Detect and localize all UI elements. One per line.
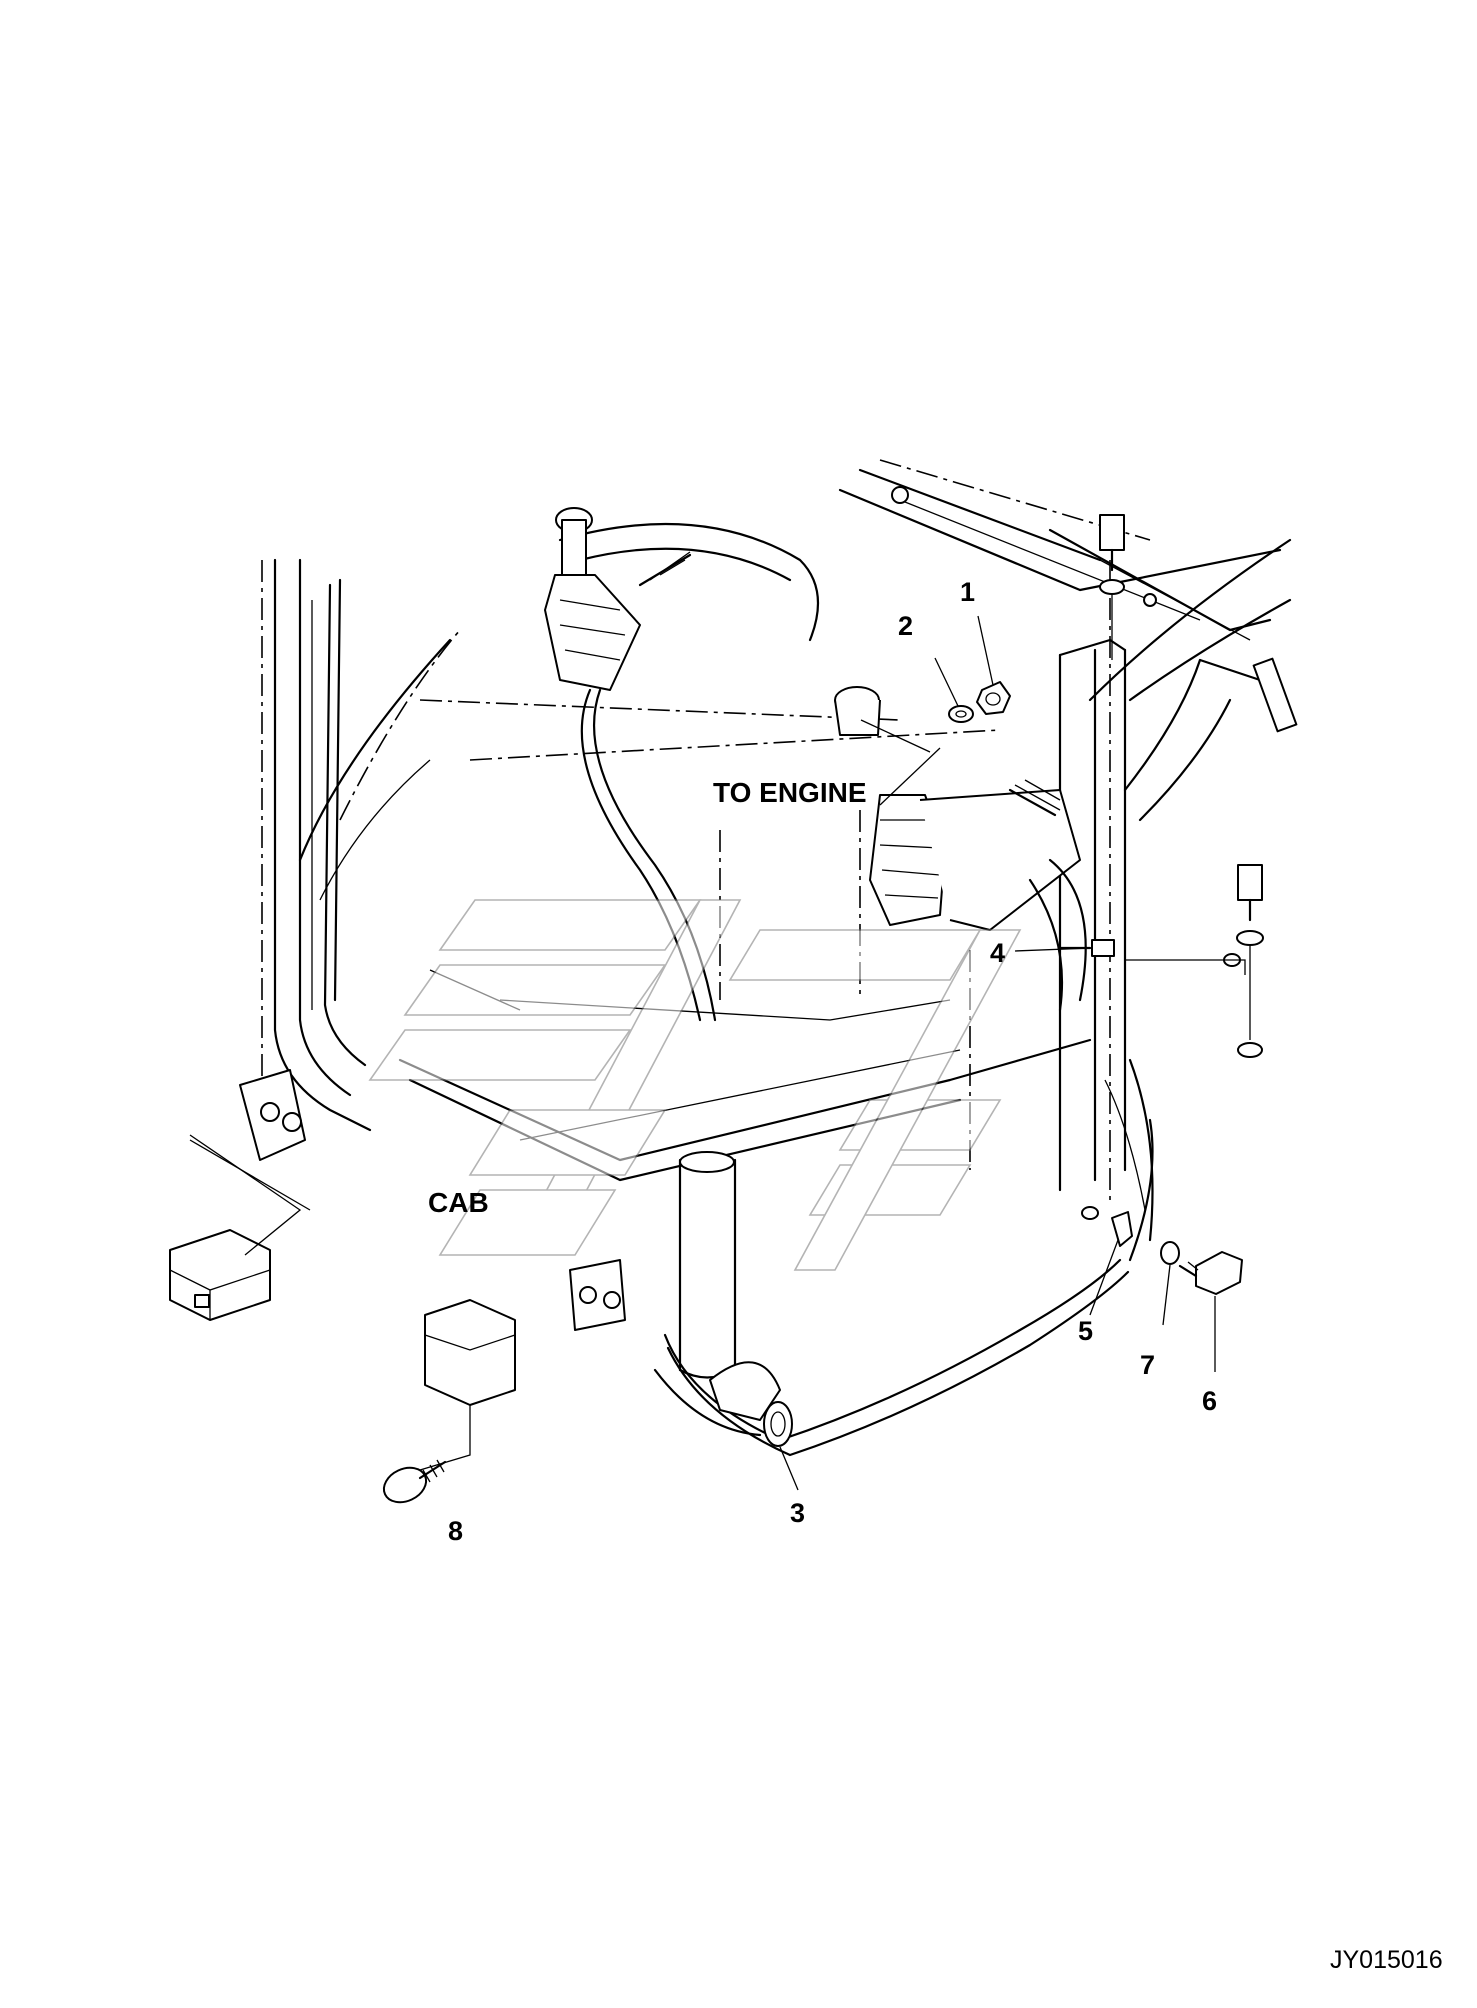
center-post bbox=[569, 1151, 781, 1421]
callout-1: 1 bbox=[960, 577, 975, 607]
cab-label: CAB bbox=[428, 1187, 489, 1218]
cover-part-left bbox=[169, 1134, 302, 1321]
harness-cable bbox=[653, 1118, 1154, 1457]
callout-7: 7 bbox=[1140, 1350, 1155, 1380]
callout-8: 8 bbox=[448, 1516, 463, 1546]
watermark-logo bbox=[368, 899, 1022, 1271]
washer-part-7 bbox=[1160, 1241, 1180, 1265]
drawing-number: JY015016 bbox=[1330, 1946, 1443, 1974]
clamp-part-5 bbox=[1081, 1206, 1133, 1247]
cab-left-pillar bbox=[261, 558, 461, 1132]
right-bolt-stack bbox=[1223, 864, 1264, 1058]
nut-part-1 bbox=[976, 681, 1011, 715]
cover-part-right bbox=[419, 1299, 516, 1471]
leader-lines bbox=[779, 615, 1246, 1491]
top-bolt-stack bbox=[1099, 514, 1125, 660]
bolt-part-6 bbox=[1178, 1251, 1243, 1295]
callout-6: 6 bbox=[1202, 1386, 1217, 1416]
callout-2: 2 bbox=[898, 611, 913, 641]
washer-part-2 bbox=[948, 705, 974, 723]
screw-part-8 bbox=[382, 1459, 447, 1504]
cab-right-pillar bbox=[1058, 538, 1298, 1242]
callout-5: 5 bbox=[1078, 1316, 1093, 1346]
callout-3: 3 bbox=[790, 1498, 805, 1528]
right-control-lever bbox=[834, 686, 1087, 1012]
grommet-part-3 bbox=[763, 1401, 793, 1447]
left-hinge-bracket bbox=[189, 1069, 311, 1211]
callout-4: 4 bbox=[990, 938, 1005, 968]
to-engine-label: TO ENGINE bbox=[713, 777, 867, 808]
